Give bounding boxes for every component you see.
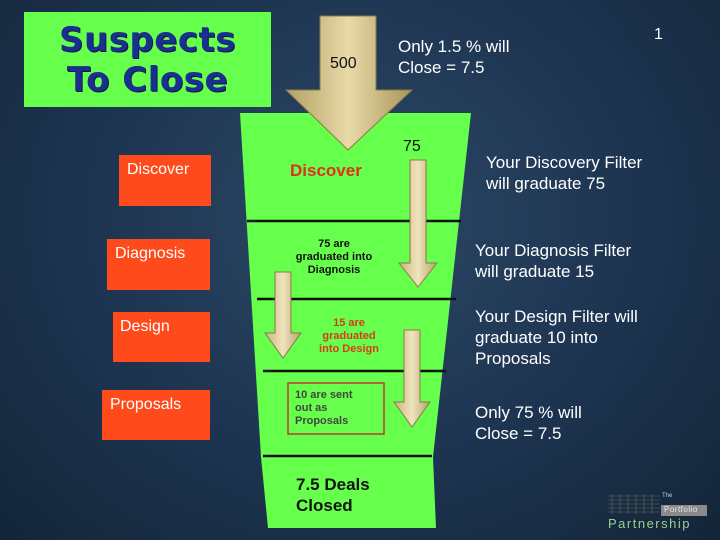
funnel-design-text: 15 are graduated into Design <box>300 317 398 356</box>
proposals-box-border <box>287 382 385 435</box>
note-close: Only 75 % will Close = 7.5 <box>475 402 582 444</box>
stage-box-proposals: Proposals <box>102 390 210 440</box>
design-text-line-1: 15 are <box>333 317 365 329</box>
top-note: Only 1.5 % will Close = 7.5 <box>398 36 509 78</box>
funnel-discover-label: Discover <box>290 161 362 180</box>
note-design: Your Design Filter will graduate 10 into… <box>475 306 638 369</box>
note-close-line-2: Close = 7.5 <box>475 424 562 443</box>
note-close-line-1: Only 75 % will <box>475 403 582 422</box>
closed-text-line-2: Closed <box>296 496 353 515</box>
logo-the: The <box>662 493 673 499</box>
logo-portfolio-bar <box>661 505 707 516</box>
arrow-value-75: 75 <box>403 138 421 155</box>
funnel-bottom <box>261 457 436 528</box>
diagnosis-text-line-2: graduated into <box>295 251 373 263</box>
stage-box-design: Design <box>113 312 210 362</box>
design-text-line-3: into Design <box>319 343 379 355</box>
page-number: 1 <box>654 26 663 43</box>
title-line-2: To Close <box>66 59 229 100</box>
note-design-line-3: Proposals <box>475 349 551 368</box>
logo-grid-pattern <box>608 494 660 514</box>
note-design-line-1: Your Design Filter will <box>475 307 638 326</box>
note-design-line-2: graduate 10 into <box>475 328 598 347</box>
proposals-text-line-3: Proposals <box>295 415 349 427</box>
arrow-design-to-proposals <box>393 329 431 428</box>
closed-text-line-1: 7.5 Deals <box>296 475 370 494</box>
stage-box-discover: Discover <box>119 155 211 206</box>
title-line-1: Suspects <box>59 19 236 60</box>
top-arrow <box>284 15 414 151</box>
design-text-line-2: graduated <box>322 330 376 342</box>
funnel-closed-text: 7.5 Deals Closed <box>296 474 406 516</box>
note-discovery-line-1: Your Discovery Filter <box>486 153 643 172</box>
note-discovery-line-2: will graduate 75 <box>486 174 606 193</box>
logo-partnership: Partnership <box>608 516 691 531</box>
top-arrow-value: 500 <box>330 55 357 72</box>
top-note-line-2: Close = 7.5 <box>398 58 485 77</box>
note-diagnosis-line-2: will graduate 15 <box>475 262 595 281</box>
diagnosis-text-line-3: Diagnosis <box>307 264 361 276</box>
note-diagnosis: Your Diagnosis Filter will graduate 15 <box>475 240 631 282</box>
diagnosis-text-line-1: 75 are <box>318 238 350 250</box>
arrow-discover-to-diagnosis <box>397 159 439 288</box>
title-box: Suspects To Close <box>24 12 271 107</box>
funnel-proposals-text: 10 are sent out as Proposals <box>295 389 381 428</box>
note-diagnosis-line-1: Your Diagnosis Filter <box>475 241 632 260</box>
arrow-diagnosis-to-design <box>264 271 302 359</box>
note-discovery: Your Discovery Filter will graduate 75 <box>486 152 642 194</box>
proposals-text-line-1: 10 are sent <box>295 389 353 401</box>
proposals-text-line-2: out as <box>295 402 328 414</box>
stage-box-diagnosis: Diagnosis <box>107 239 210 290</box>
logo-portfolio: Portfolio <box>664 505 698 514</box>
funnel-diagnosis-text: 75 are graduated into Diagnosis <box>266 238 402 277</box>
top-note-line-1: Only 1.5 % will <box>398 37 510 56</box>
